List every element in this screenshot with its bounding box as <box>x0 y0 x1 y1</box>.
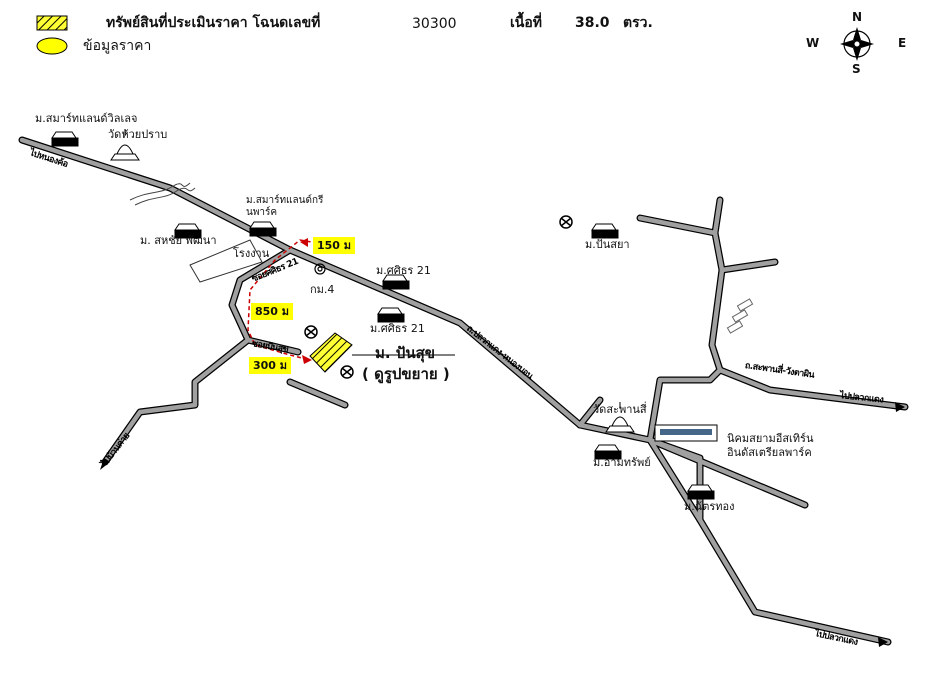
roads <box>18 136 909 647</box>
label-eastern-industrial-2: อินดัสเตรียลพาร์ค <box>727 446 812 459</box>
label-chatthong: ม.ฉัตรทอง <box>684 500 735 513</box>
area-value: 38.0 <box>575 15 610 31</box>
temple-icon <box>110 130 140 161</box>
housing-estate-icon <box>594 444 622 460</box>
route-dashed <box>247 239 346 361</box>
distance-850-badge: 850 ม <box>251 303 294 320</box>
distance-150-badge: 150 ม <box>313 237 356 254</box>
label-sirin21-a: ม.ศศิธร 21 <box>376 264 431 277</box>
label-arm-sap: ม.อามทรัพย์ <box>593 456 651 469</box>
area-unit: ตรว. <box>623 15 653 31</box>
housing-estate-icon <box>174 223 202 239</box>
price-marker-icon <box>559 215 573 229</box>
label-subject-note: ( ดูรูปขยาย ) <box>362 365 450 383</box>
route-arrow-2 <box>300 238 308 247</box>
legend-property-swatch <box>36 15 68 31</box>
compass-w: W <box>806 36 820 50</box>
label-factory: โรงงาน <box>233 247 270 260</box>
arrow-ban-khai <box>100 458 110 470</box>
price-marker-icon <box>340 365 354 379</box>
label-wat-saphan: วัดสะพานสี่ <box>593 403 647 416</box>
road-main-highway <box>18 136 584 429</box>
housing-estate-icon <box>591 223 619 239</box>
river <box>129 182 196 206</box>
route-arrow <box>302 355 312 364</box>
compass-n: N <box>852 10 863 24</box>
area-label: เนื้อที่ <box>510 15 542 31</box>
deed-number: 30300 <box>412 16 457 32</box>
subject-property <box>309 332 353 373</box>
temple-icon <box>605 402 635 433</box>
compass-s: S <box>852 62 861 76</box>
ne-buildings <box>726 298 754 334</box>
housing-estate-icon <box>377 307 405 323</box>
housing-estate-icon <box>687 484 715 500</box>
label-sahachai-pattana: ม. สหชัย พัฒนา <box>140 234 217 247</box>
label-eastern-industrial-1: นิคมสยามอีสเทิร์น <box>727 432 814 445</box>
label-pansaya: ม.ปันสยา <box>585 238 630 251</box>
label-smart-land-village: ม.สมาร์ทแลนด์วิลเลจ <box>35 112 138 125</box>
price-marker-icon <box>304 325 318 339</box>
housing-estate-icon <box>382 274 410 290</box>
legend-price-info-label: ข้อมูลราคา <box>83 38 152 54</box>
label-pansuk: ม. ปันสุข <box>375 344 435 362</box>
distance-300-badge: 300 ม <box>249 357 292 374</box>
label-sirin21-b: ม.ศศิธร 21 <box>370 322 425 335</box>
legend-property-label: ทรัพย์สินที่ประเมินราคา โฉนดเลขที่ <box>106 15 321 31</box>
compass-icon <box>840 27 874 61</box>
arrow-south <box>878 637 888 647</box>
housing-estate-icon <box>51 131 79 147</box>
factory-plot <box>189 239 263 283</box>
compass-e: E <box>898 36 907 50</box>
label-smart-land-green-park: ม.สมาร์ทแลนด์กรีนพาร์ค <box>246 195 324 218</box>
km4-marker-icon <box>314 263 326 275</box>
industrial-estate-icon <box>654 424 718 442</box>
arrow-plaeng <box>895 402 905 412</box>
label-km4: กม.4 <box>310 283 335 296</box>
legend-price-swatch <box>36 37 68 55</box>
label-wat-huai-prab: วัดห้วยปราบ <box>108 128 168 141</box>
housing-estate-icon <box>249 221 277 237</box>
